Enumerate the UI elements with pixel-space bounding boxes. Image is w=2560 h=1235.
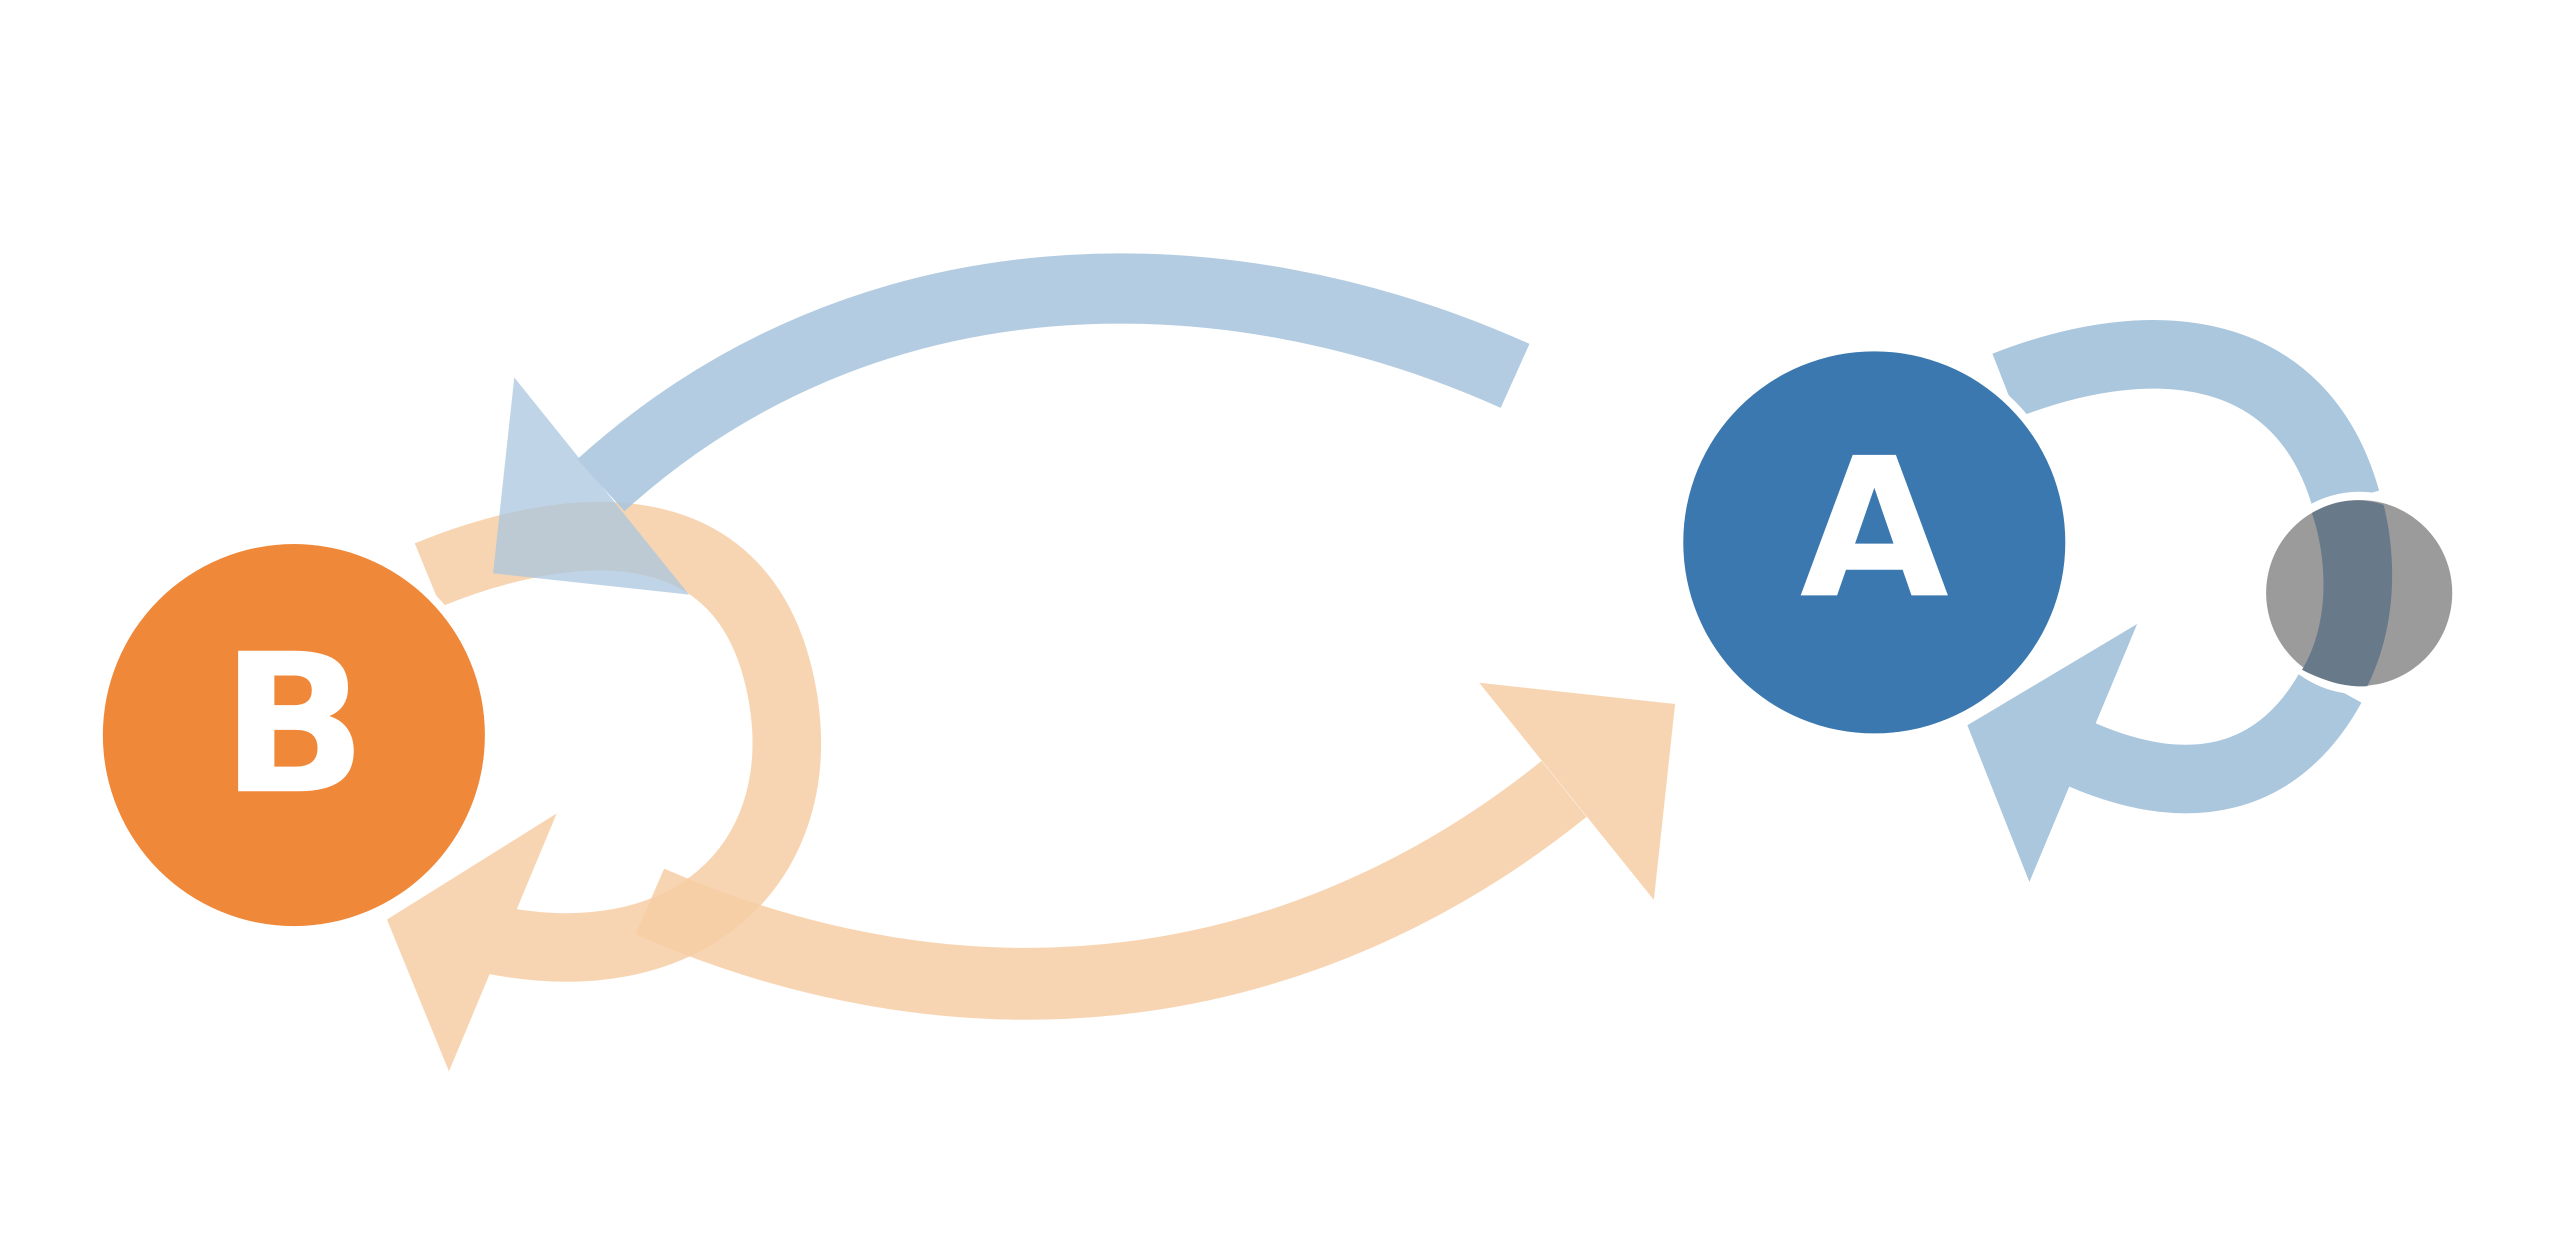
node-c-overlap bbox=[2302, 500, 2393, 687]
node-a[interactable]: A bbox=[1675, 343, 2074, 742]
edge-a-to-b-arrowhead bbox=[493, 377, 689, 595]
node-a-circle bbox=[1683, 351, 2066, 734]
edge-b-to-a-arrowhead bbox=[1479, 682, 1676, 900]
node-c[interactable] bbox=[2257, 491, 2461, 695]
node-b-label: B bbox=[220, 613, 367, 837]
node-b-circle bbox=[102, 544, 485, 927]
edge-a-self-loop-lower bbox=[2068, 668, 2362, 814]
edge-a-self-loop bbox=[1967, 320, 2380, 882]
edge-a-self-loop-upper bbox=[1992, 320, 2380, 511]
edge-b-to-a bbox=[635, 682, 1676, 1020]
edge-b-to-a-body bbox=[635, 760, 1587, 1020]
edge-a-to-b bbox=[493, 253, 1530, 595]
edge-a-self-loop-arrowhead bbox=[1967, 624, 2138, 882]
node-a-label: A bbox=[1800, 417, 1949, 641]
edge-b-self-loop-arrowhead bbox=[386, 813, 557, 1072]
node-b[interactable]: B bbox=[94, 535, 494, 935]
edge-a-to-b-body bbox=[577, 253, 1530, 512]
